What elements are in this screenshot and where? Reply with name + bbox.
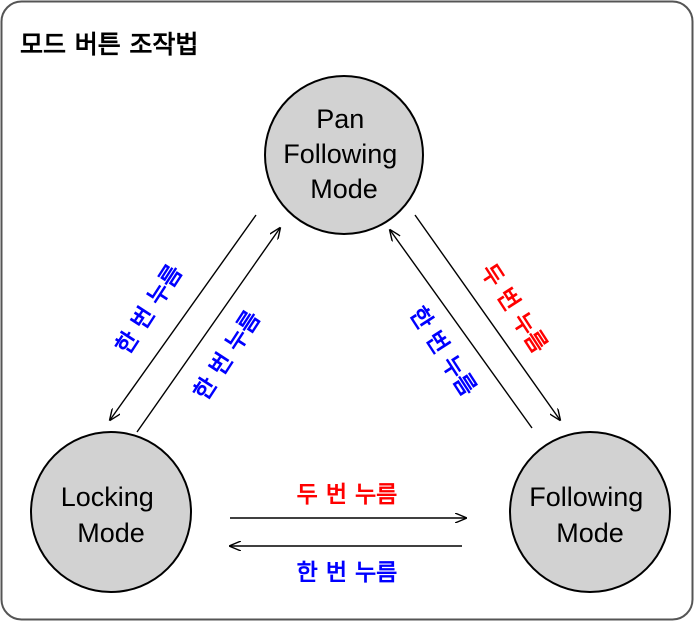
node-pan-following-line3: Mode: [310, 174, 378, 204]
label-locking-to-following: 두 번 누름: [297, 482, 398, 508]
node-locking-circle: [30, 431, 192, 593]
node-pan-following-circle: [264, 75, 424, 235]
node-following-circle: [509, 431, 671, 593]
node-locking-mode: Locking Mode: [30, 431, 192, 593]
node-following-line2: Mode: [556, 518, 624, 548]
diagram-title: 모드 버튼 조작법: [20, 30, 198, 59]
node-pan-following-line2: Following: [283, 139, 397, 169]
node-pan-following-line1: Pan: [316, 104, 364, 134]
arrow-locking-to-pan: [136, 228, 280, 433]
node-following-line1: Following: [529, 482, 643, 512]
node-pan-following-mode: Pan Following Mode: [264, 75, 424, 235]
svg-text:Following Mode: Following Mode: [529, 482, 651, 548]
arrow-pan-to-following: [414, 214, 560, 420]
svg-text:Locking Mode: Locking Mode: [61, 482, 162, 548]
label-following-to-locking: 한 번 누름: [297, 560, 398, 586]
svg-text:Pan Following Mode: Pan Following Mode: [283, 104, 405, 204]
node-following-mode: Following Mode: [509, 431, 671, 593]
arrow-pan-to-locking: [110, 214, 257, 420]
node-locking-line2: Mode: [77, 518, 145, 548]
node-locking-line1: Locking: [61, 482, 154, 512]
arrow-following-to-pan: [390, 230, 533, 429]
